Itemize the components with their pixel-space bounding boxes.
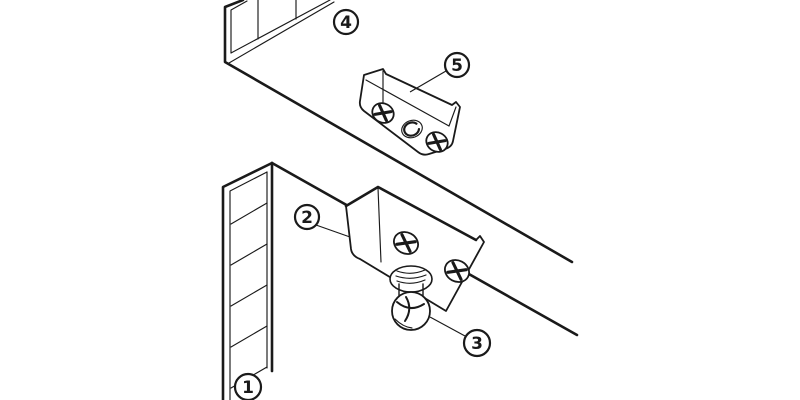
callout-3: 3 (429, 316, 492, 358)
screw-collar (389, 265, 433, 293)
callout-circle-2 (293, 203, 321, 231)
bracket-drawing (344, 185, 485, 312)
center-hole-icon (401, 119, 423, 139)
top-panel-inner-diagonal-2 (228, 1, 335, 64)
side-panel-hatch-rung (230, 243, 268, 266)
leader-line-3 (429, 316, 466, 337)
side-panel-hatch-rung (230, 325, 268, 348)
callout-circle-4 (332, 8, 360, 36)
top-panel-drawing (223, 0, 574, 264)
callout-circle-5 (443, 51, 471, 79)
callout-1: 1 (233, 372, 263, 400)
top-panel-inner-diagonal (230, 0, 331, 54)
leader-line-2 (315, 224, 351, 238)
bracket-top-edges (344, 185, 478, 242)
leader-line-5 (409, 70, 447, 93)
callout-4: 4 (332, 8, 360, 36)
bracket-crease (377, 187, 382, 263)
callout-label-2: 2 (301, 208, 313, 228)
callout-circle-3 (462, 328, 492, 358)
top-panel-outer-edge (223, 0, 574, 264)
side-panel-hatch-rung (230, 284, 268, 307)
side-panel-inner-left (229, 171, 268, 400)
callout-2: 2 (293, 203, 351, 238)
top-panel-inner-frame (230, 0, 248, 54)
callout-label-3: 3 (471, 334, 483, 354)
screw-head-slot (396, 296, 425, 322)
callout-circle-1 (233, 372, 263, 400)
phillips-screw-icon (425, 131, 449, 153)
connector-block-drawing (358, 68, 461, 156)
phillips-screw-icon (393, 231, 419, 255)
connector-block-face-separator (365, 79, 450, 127)
callout-5: 5 (409, 51, 471, 93)
screw-head (391, 291, 431, 331)
callout-label-5: 5 (451, 56, 463, 76)
callout-layer: 1 2 3 4 5 (233, 8, 492, 400)
callout-label-1: 1 (242, 378, 254, 398)
phillips-screw-icon (444, 259, 470, 283)
phillips-screw-icon (371, 102, 395, 124)
screw-threads (395, 269, 427, 284)
connector-block-right-crease (448, 106, 457, 127)
callout-label-4: 4 (340, 13, 352, 33)
side-panel-outer-left (221, 161, 274, 400)
side-panel-hatch-rung (230, 202, 268, 225)
screw-drawing (389, 265, 433, 331)
screw-head-rim-detail (394, 318, 413, 329)
